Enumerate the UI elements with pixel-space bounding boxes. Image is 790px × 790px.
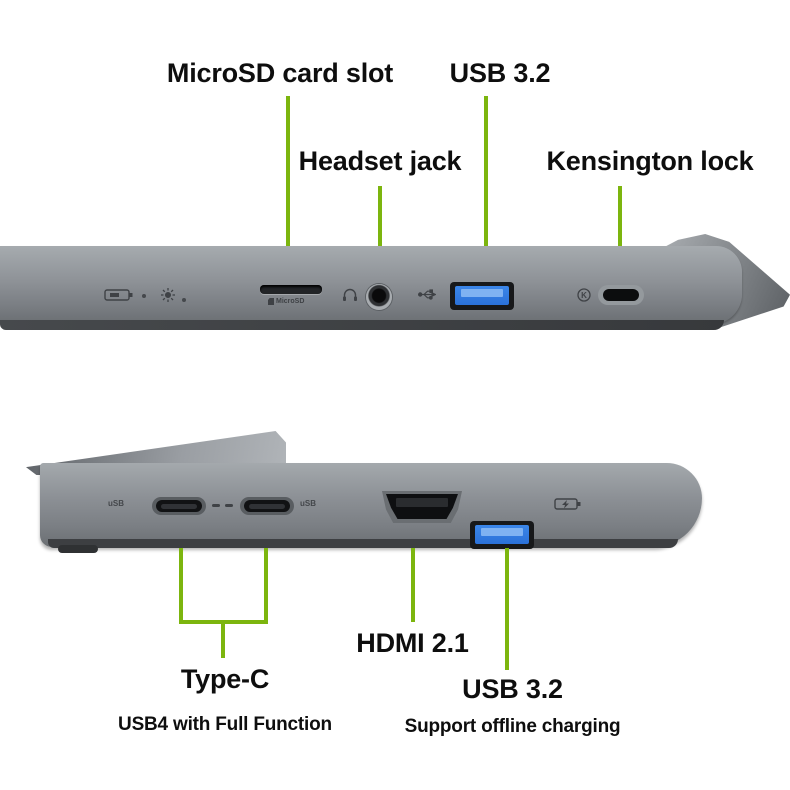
pointer-line-kensington: [618, 186, 622, 278]
usb-a-tongue-bottom: [481, 528, 523, 536]
laptop-underside-shadow-bottom: [48, 539, 678, 548]
pointer-stem-typec: [221, 620, 225, 658]
label-typec-subtitle: USB4 with Full Function: [118, 714, 332, 735]
usb-c-port-1: [152, 497, 206, 515]
sd-card-icon: [268, 298, 274, 305]
microsd-card-slot: [260, 285, 322, 294]
pointer-line-hdmi: [411, 548, 415, 622]
label-usb32-bottom: USB 3.2: [462, 674, 563, 704]
laptop-underside-shadow-top: [0, 320, 724, 330]
label-kensington-lock: Kensington lock: [546, 146, 754, 176]
microsd-port-caption: MicroSD: [268, 298, 304, 305]
headset-jack-port: [366, 284, 392, 310]
label-headset-jack: Headset jack: [298, 146, 462, 176]
usb-a-port-top: [450, 282, 514, 310]
label-hdmi: HDMI 2.1: [356, 628, 469, 658]
hdmi-port-slot: [396, 498, 448, 507]
laptop-rubber-foot: [58, 545, 98, 553]
battery-indicator-icon: [104, 288, 134, 302]
usb-trident-icon: [418, 288, 436, 301]
hdmi-port: [382, 491, 462, 523]
usb-c-port-2: [240, 497, 294, 515]
kensington-slot-hole: [603, 289, 639, 301]
kensington-lock-icon: K: [576, 287, 592, 303]
usb-c-port-2-inner: [244, 500, 290, 512]
headset-icon: [342, 288, 358, 302]
pointer-line-typec-left: [179, 548, 183, 624]
battery-led-dot: [142, 294, 146, 298]
label-usb32-subtitle: Support offline charging: [404, 716, 621, 737]
label-typec: Type-C: [180, 664, 270, 694]
brightness-icon: [160, 287, 176, 303]
battery-charging-icon: [554, 497, 582, 511]
laptop-edge-body-bottom: [40, 463, 702, 547]
pointer-line-typec-right: [264, 548, 268, 624]
label-usb32-top: USB 3.2: [449, 58, 551, 88]
microsd-port-caption-text: MicroSD: [276, 298, 305, 305]
charging-dashes-icon: [212, 504, 233, 507]
usb-c-port-1-inner: [156, 500, 202, 512]
label-microsd-card-slot: MicroSD card slot: [166, 58, 394, 88]
usb4-logo-icon-right: uSB: [300, 499, 316, 508]
svg-text:K: K: [581, 291, 587, 300]
brightness-led-dot: [182, 298, 186, 302]
laptop-left-side-view: uSB uSB: [0, 425, 790, 560]
pointer-line-headset: [378, 186, 382, 282]
pointer-line-usb32-top: [484, 96, 488, 284]
kensington-lock-slot: [598, 285, 644, 305]
usb-a-tongue: [461, 289, 503, 297]
pointer-line-microsd: [286, 96, 290, 284]
usb-a-port-bottom: [470, 521, 534, 549]
laptop-right-side-view: MicroSD: [0, 232, 790, 342]
pointer-line-usb32-bottom: [505, 548, 509, 670]
usb4-logo-icon-left: uSB: [108, 499, 124, 508]
